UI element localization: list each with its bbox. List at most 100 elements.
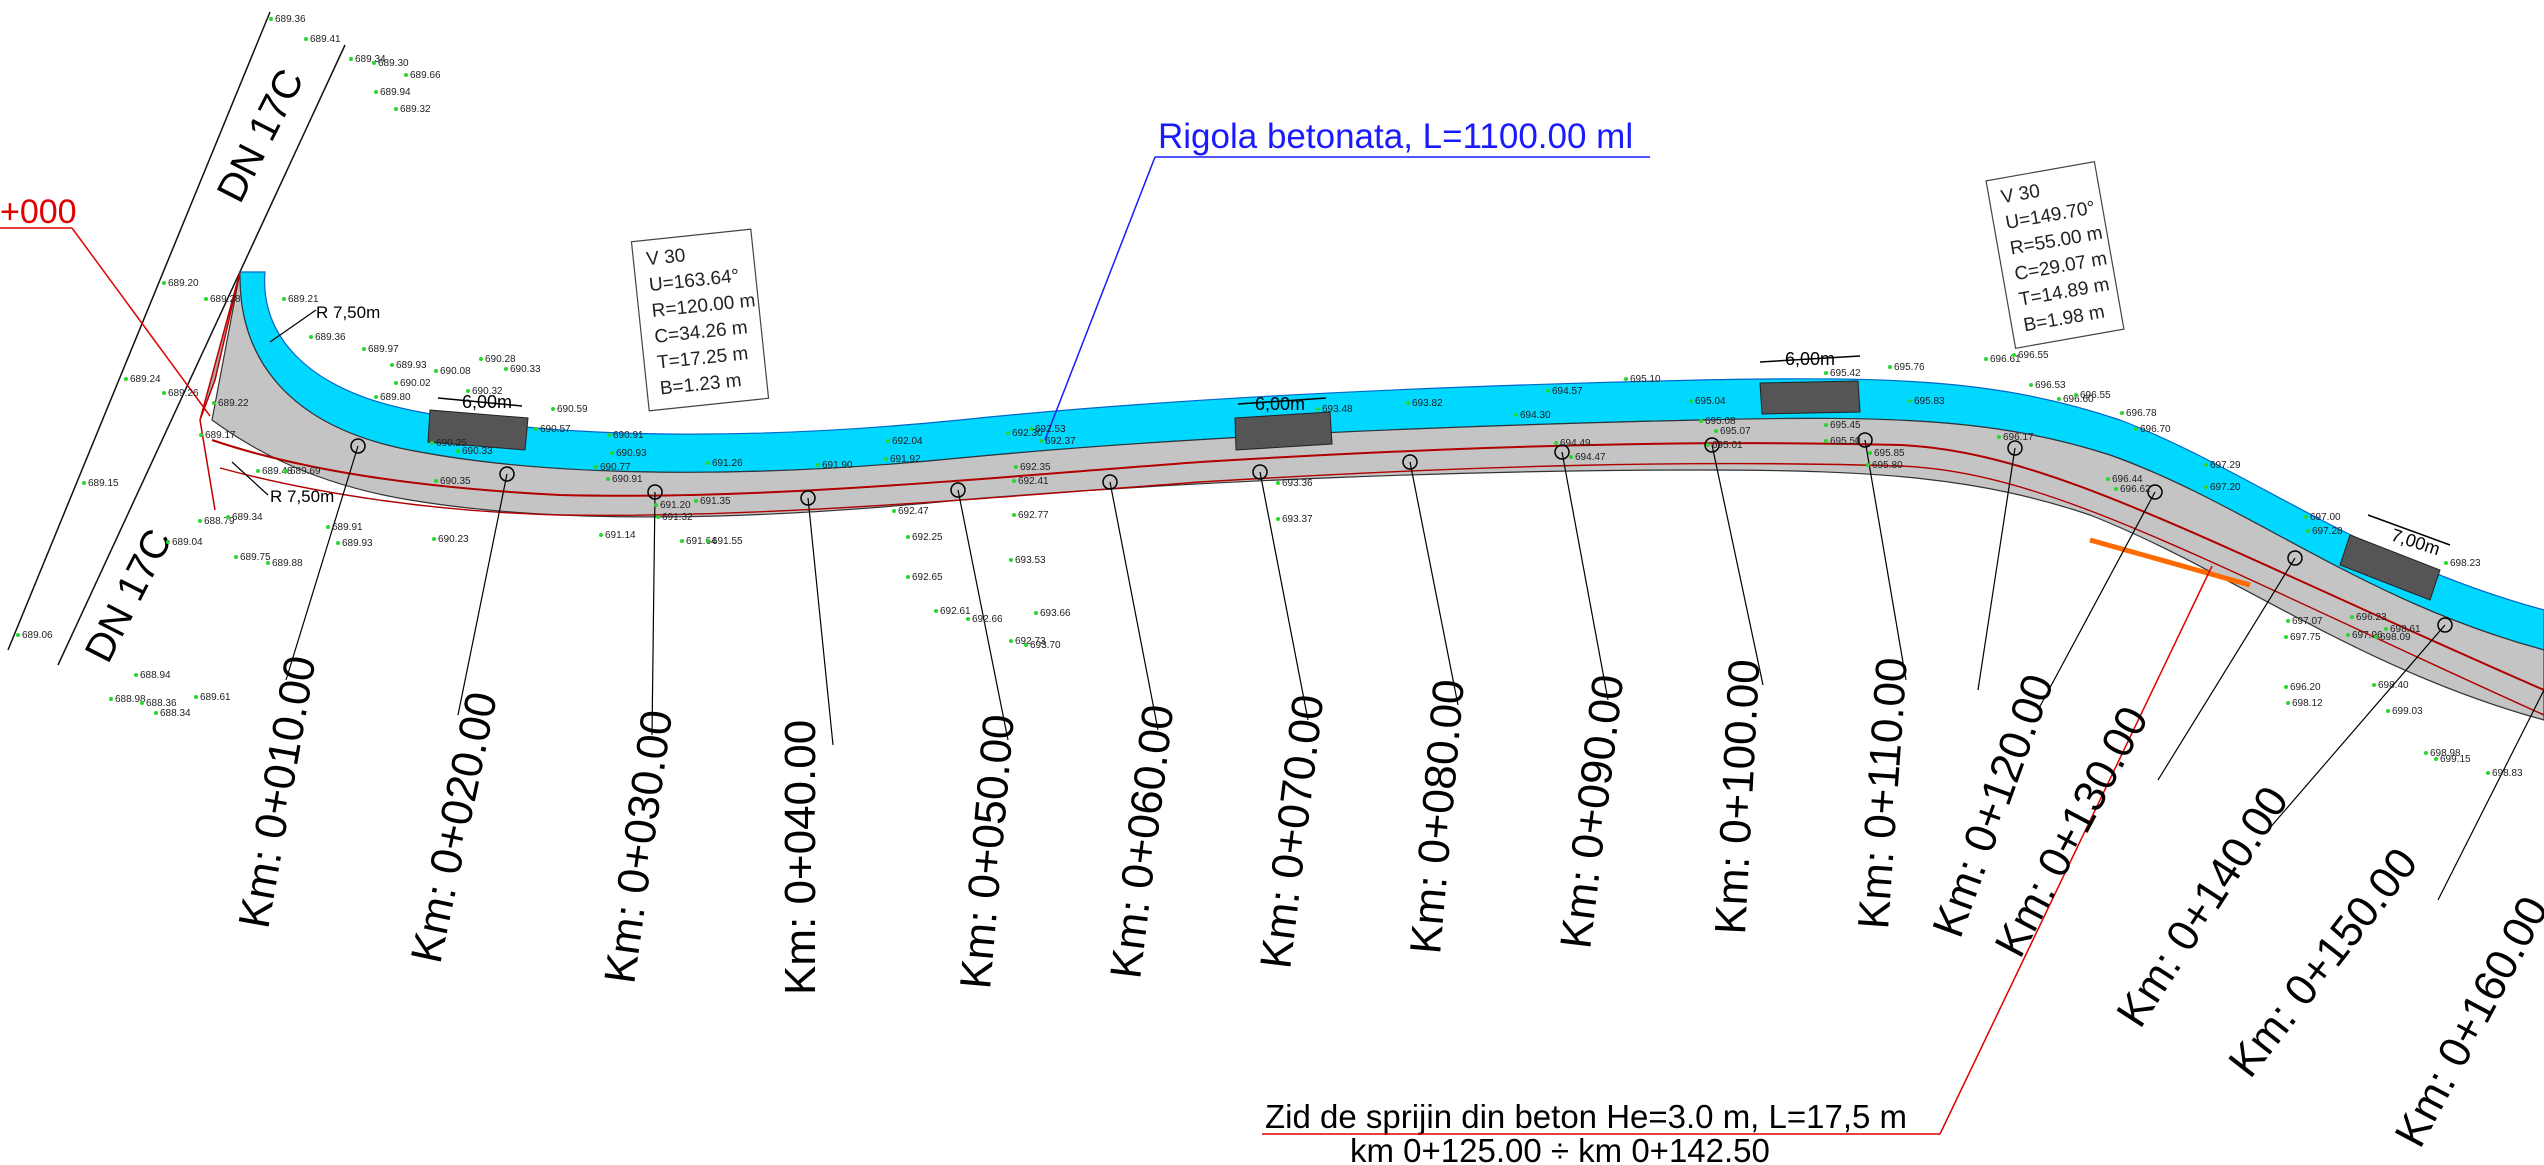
survey-point-icon (1009, 639, 1013, 643)
survey-point-icon (1888, 365, 1892, 369)
station-circle-icon (950, 482, 966, 498)
elevation-label: 698.83 (2492, 768, 2523, 779)
survey-point-icon (610, 451, 614, 455)
survey-point-icon (1034, 611, 1038, 615)
elevation-label: 688.34 (160, 708, 191, 719)
elevation-label: 691.32 (662, 512, 693, 523)
survey-point-icon (109, 697, 113, 701)
survey-point-icon (1997, 435, 2001, 439)
survey-point-icon (886, 439, 890, 443)
elevation-label: 695.08 (1705, 416, 1736, 427)
elevation-label: 689.30 (378, 58, 409, 69)
elevation-label: 691.26 (712, 458, 743, 469)
survey-point-icon (162, 281, 166, 285)
elevation-label: 695.83 (1914, 396, 1945, 407)
dn17c-label-top: DN 17C (209, 62, 313, 209)
survey-point-icon (456, 449, 460, 453)
survey-point-icon (394, 107, 398, 111)
survey-point-icon (1824, 423, 1828, 427)
chainage-label: Km: 0+100.00 (1706, 658, 1769, 935)
survey-point-icon (1624, 377, 1628, 381)
elevation-label: 689.36 (275, 14, 306, 25)
elevation-label: 689.93 (396, 360, 427, 371)
elevation-label: 689.32 (400, 104, 431, 115)
survey-point-icon (284, 469, 288, 473)
svg-text:B=1.23 m: B=1.23 m (659, 370, 743, 399)
survey-point-icon (1029, 427, 1033, 431)
survey-point-icon (434, 479, 438, 483)
survey-point-icon (694, 499, 698, 503)
survey-point-icon (606, 477, 610, 481)
survey-point-icon (1024, 643, 1028, 647)
survey-point-icon (269, 17, 273, 21)
elevation-label: 690.25 (436, 438, 467, 449)
elevation-label: 694.57 (1552, 386, 1583, 397)
survey-point-icon (2029, 383, 2033, 387)
survey-point-icon (434, 369, 438, 373)
station-circle-icon (350, 438, 366, 454)
chainage-label: Km: 0+030.00 (595, 707, 682, 986)
survey-point-icon (1014, 465, 1018, 469)
elevation-label: 692.73 (1015, 636, 1046, 647)
elevation-label: 692.30 (1012, 428, 1043, 439)
elevation-label: 691.35 (700, 496, 731, 507)
survey-point-icon (1012, 479, 1016, 483)
chainage-label: Km: 0+010.00 (230, 652, 326, 932)
survey-point-icon (198, 519, 202, 523)
elevation-label: 689.94 (380, 87, 411, 98)
elevation-label: 689.69 (290, 466, 321, 477)
station-circle-icon (1102, 474, 1118, 490)
elevation-label: 698.23 (2450, 558, 2481, 569)
survey-point-icon (2204, 485, 2208, 489)
svg-text:T=17.25 m: T=17.25 m (656, 343, 749, 373)
elevation-label: 690.35 (440, 476, 471, 487)
survey-point-icon (906, 575, 910, 579)
elevation-label: 691.64 (686, 536, 717, 547)
elevation-label: 688.36 (146, 698, 177, 709)
start-chainage-label: +000 (0, 193, 77, 231)
elevation-label: 696.55 (2018, 350, 2049, 361)
elevation-label: 695.80 (1872, 460, 1903, 471)
elevation-label: 695.07 (1720, 426, 1751, 437)
survey-point-icon (2384, 627, 2388, 631)
chainage-label: Km: 0+160.00 (2386, 889, 2544, 1155)
survey-point-icon (966, 617, 970, 621)
elevation-label: 689.04 (172, 537, 203, 548)
crossings (427, 380, 2441, 601)
elevation-label: 691.55 (712, 536, 743, 547)
elevation-label: 698.12 (2292, 698, 2323, 709)
survey-point-icon (1554, 441, 1558, 445)
survey-point-icon (706, 539, 710, 543)
survey-point-icon (2486, 771, 2490, 775)
survey-point-icon (336, 541, 340, 545)
elevation-label: 689.21 (288, 294, 319, 305)
elevation-label: 689.97 (368, 344, 399, 355)
elevation-label: 690.32 (472, 386, 503, 397)
survey-point-icon (2204, 463, 2208, 467)
survey-point-icon (906, 535, 910, 539)
elevation-label: 690.93 (616, 448, 647, 459)
wall-callout: Zid de sprijin din beton He=3.0 m, L=17,… (1262, 565, 2213, 1165)
survey-elevations: 689.36689.41689.34689.30689.66689.94689.… (16, 14, 2523, 779)
elevation-label: 692.04 (892, 436, 923, 447)
survey-point-icon (1689, 399, 1693, 403)
station-leader-line (1711, 444, 1764, 686)
survey-point-icon (2444, 561, 2448, 565)
elevation-label: 697.00 (2310, 512, 2341, 523)
survey-point-icon (2012, 353, 2016, 357)
station-leader-line (457, 473, 508, 716)
elevation-label: 696.60 (2063, 394, 2094, 405)
elevation-label: 689.36 (315, 332, 346, 343)
survey-point-icon (2374, 635, 2378, 639)
station-circle-icon (800, 490, 816, 506)
survey-point-icon (1316, 407, 1320, 411)
survey-point-icon (1984, 357, 1988, 361)
station-leader-line (957, 489, 1009, 741)
survey-point-icon (1276, 481, 1280, 485)
survey-point-icon (2350, 615, 2354, 619)
station-leader-line (285, 445, 359, 681)
survey-point-icon (1824, 439, 1828, 443)
chainage-label: Km: 0+040.00 (776, 720, 825, 995)
survey-point-icon (166, 540, 170, 544)
survey-point-icon (2434, 757, 2438, 761)
